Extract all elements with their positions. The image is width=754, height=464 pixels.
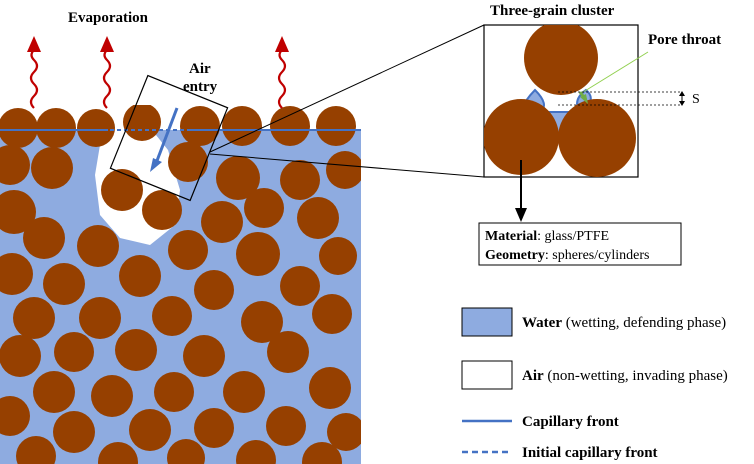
- evaporation-arrows: [29, 49, 287, 109]
- grain: [31, 147, 73, 189]
- grain: [183, 335, 225, 377]
- geometry-value: : spheres/cylinders: [545, 248, 650, 263]
- s-label: S: [692, 92, 700, 107]
- material-value: : glass/PTFE: [537, 229, 609, 244]
- grain: [167, 439, 205, 464]
- material-key: Material: [485, 229, 537, 244]
- grain: [241, 301, 283, 343]
- air-entry-label-line2: entry: [183, 79, 218, 95]
- wavy-evaporation-arrow-icon: [277, 49, 287, 109]
- air-entry-box: [109, 74, 229, 202]
- grain: [326, 151, 361, 189]
- grain: [0, 335, 41, 377]
- grain: [23, 217, 65, 259]
- grain: [33, 371, 75, 413]
- grain: [119, 255, 161, 297]
- grain: [270, 106, 310, 146]
- three-grain-cluster-title: Three-grain cluster: [490, 3, 615, 19]
- three-grain-cluster: [483, 24, 639, 178]
- grain: [216, 156, 260, 200]
- s-dimension-arrow-icon: [679, 91, 685, 106]
- svg-text:Geometry: spheres/cylinders: Geometry: spheres/cylinders: [485, 248, 649, 263]
- evaporation-label: Evaporation: [68, 10, 149, 26]
- grain: [168, 230, 208, 270]
- cluster-grain-bottom-left: [484, 99, 559, 175]
- grain: [266, 406, 306, 446]
- grain: [98, 442, 138, 464]
- grain: [0, 190, 36, 234]
- grain: [302, 442, 342, 464]
- info-arrow-head: [515, 208, 527, 222]
- porous-medium: [0, 105, 361, 464]
- grain: [180, 106, 220, 146]
- legend-water-key: Water: [522, 315, 562, 331]
- grain: [327, 413, 361, 451]
- grain: [194, 408, 234, 448]
- legend-initial-capillary-front-label: Initial capillary front: [522, 445, 658, 461]
- grain: [13, 297, 55, 339]
- grain: [142, 190, 182, 230]
- grain: [0, 253, 33, 295]
- legend-water-rest: (wetting, defending phase): [562, 315, 726, 331]
- material-info-box: Material: glass/PTFE Geometry: spheres/c…: [478, 222, 682, 266]
- grain: [79, 297, 121, 339]
- zoom-line-bottom: [209, 153, 485, 178]
- grain: [101, 169, 143, 211]
- grain: [43, 263, 85, 305]
- grain: [236, 440, 276, 464]
- grain: [54, 332, 94, 372]
- grain: [297, 197, 339, 239]
- grain: [36, 108, 76, 148]
- grain: [280, 160, 320, 200]
- svg-text:Water (wetting, defending phas: Water (wetting, defending phase): [522, 315, 726, 331]
- grain: [91, 375, 133, 417]
- cluster-grain-top: [524, 25, 598, 95]
- legend-water-swatch: [461, 307, 513, 337]
- grain: [316, 106, 356, 146]
- grain: [312, 294, 352, 334]
- grain: [309, 367, 351, 409]
- grain: [129, 409, 171, 451]
- evaporation-arrowheads: [27, 36, 289, 52]
- grain: [16, 436, 56, 464]
- grain: [77, 109, 115, 147]
- zoom-line-top: [209, 24, 485, 153]
- grain-packing: [0, 105, 361, 464]
- svg-text:Material: glass/PTFE: Material: glass/PTFE: [485, 229, 609, 244]
- grain: [152, 296, 192, 336]
- grain: [0, 396, 30, 436]
- grain: [154, 372, 194, 412]
- grain: [115, 329, 157, 371]
- svg-text:Air (non-wetting, invading pha: Air (non-wetting, invading phase): [522, 368, 728, 384]
- grain: [319, 237, 357, 275]
- grain: [53, 411, 95, 453]
- geometry-key: Geometry: [485, 248, 545, 263]
- grain: [77, 225, 119, 267]
- grain: [201, 201, 243, 243]
- legend-air-rest: (non-wetting, invading phase): [544, 368, 728, 384]
- wavy-evaporation-arrow-icon: [29, 49, 39, 109]
- legend-capillary-front-label: Capillary front: [522, 414, 619, 430]
- legend-air-key: Air: [522, 368, 544, 384]
- grain: [194, 270, 234, 310]
- legend: Water (wetting, defending phase) Air (no…: [461, 307, 728, 461]
- grain: [280, 266, 320, 306]
- wavy-evaporation-arrow-icon: [102, 49, 112, 109]
- grain: [236, 232, 280, 276]
- pore-throat-arrow-icon: [578, 91, 588, 104]
- cluster-grain-bottom-right: [558, 99, 636, 177]
- air-entry-arrow-icon: [150, 107, 179, 172]
- grain: [244, 188, 284, 228]
- pore-throat-label: Pore throat: [648, 32, 721, 48]
- grain: [267, 331, 309, 373]
- grain: [222, 106, 262, 146]
- grain: [0, 108, 38, 148]
- grain: [223, 371, 265, 413]
- legend-air-swatch: [461, 360, 513, 390]
- grain: [168, 142, 208, 182]
- pore-throat-leader: [579, 51, 649, 95]
- grain: [0, 145, 30, 185]
- air-entry-label-line1: Air: [189, 61, 211, 77]
